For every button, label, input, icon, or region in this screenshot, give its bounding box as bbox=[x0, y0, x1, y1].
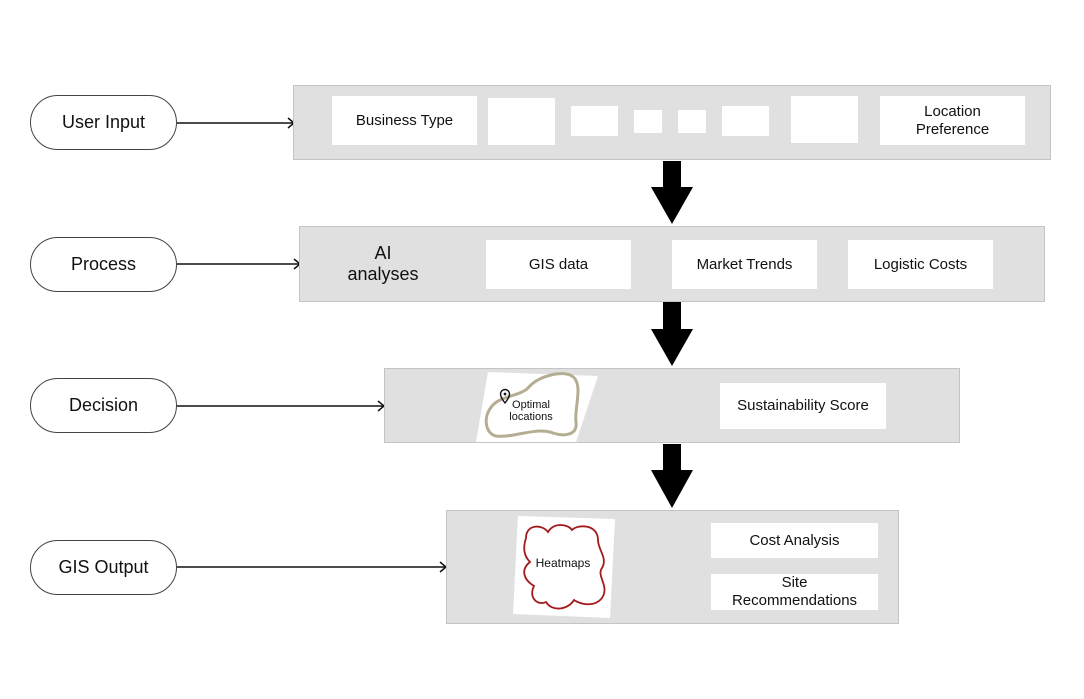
site-recommendations-card: Site Recommendations bbox=[711, 574, 878, 610]
down-arrow-icon bbox=[651, 444, 693, 508]
sustainability-score-label: Sustainability Score bbox=[737, 397, 869, 414]
stage-label: Decision bbox=[68, 395, 139, 415]
stage-label: GIS Output bbox=[58, 557, 149, 577]
logistic-costs-label: Logistic Costs bbox=[873, 255, 968, 273]
heatmaps-label: Heatmaps bbox=[535, 556, 591, 570]
down-arrow-icon bbox=[651, 302, 693, 366]
cost-analysis-card: Cost Analysis bbox=[711, 523, 878, 558]
optimal-locations-text: Optimal locations bbox=[500, 397, 562, 425]
stage-decision: Decision bbox=[30, 378, 177, 433]
cost-analysis-label: Cost Analysis bbox=[749, 531, 840, 549]
blank-card bbox=[791, 96, 858, 143]
location-preference-label: Location Preference bbox=[915, 102, 990, 138]
market-trends-card: Market Trends bbox=[672, 240, 817, 289]
ai-analyses-label: AI analyses bbox=[347, 243, 419, 284]
heatmap-outline bbox=[523, 524, 606, 610]
ai-analyses-heading: AI analyses bbox=[338, 243, 428, 285]
sustainability-score-card: Sustainability Score bbox=[720, 383, 886, 429]
business-type-label: Business Type bbox=[355, 111, 454, 129]
map-pin-icon bbox=[499, 388, 511, 405]
stage-process: Process bbox=[30, 237, 177, 292]
blank-card bbox=[634, 110, 662, 133]
heatmaps-text: Heatmaps bbox=[528, 552, 598, 574]
region-outline bbox=[484, 372, 580, 438]
blank-card bbox=[571, 106, 618, 136]
blank-card bbox=[488, 98, 555, 145]
location-preference-card: Location Preference bbox=[880, 96, 1025, 145]
stage-gis-output: GIS Output bbox=[30, 540, 177, 595]
optimal-locations-label: Optimal locations bbox=[509, 399, 553, 423]
down-arrow-icon bbox=[651, 161, 693, 224]
blank-card bbox=[722, 106, 769, 136]
market-trends-label: Market Trends bbox=[696, 255, 793, 273]
gis-data-label: GIS data bbox=[528, 255, 589, 273]
stage-label: User Input bbox=[61, 112, 146, 132]
logistic-costs-card: Logistic Costs bbox=[848, 240, 993, 289]
stage-user-input: User Input bbox=[30, 95, 177, 150]
business-type-card: Business Type bbox=[332, 96, 477, 145]
heatmap-card-background bbox=[513, 516, 615, 618]
site-recommendations-label: Site Recommendations bbox=[731, 574, 858, 609]
optimal-locations-map bbox=[476, 372, 598, 442]
stage-label: Process bbox=[70, 254, 137, 274]
gis-data-card: GIS data bbox=[486, 240, 631, 289]
blank-card bbox=[678, 110, 706, 133]
heatmaps-map bbox=[513, 516, 615, 618]
